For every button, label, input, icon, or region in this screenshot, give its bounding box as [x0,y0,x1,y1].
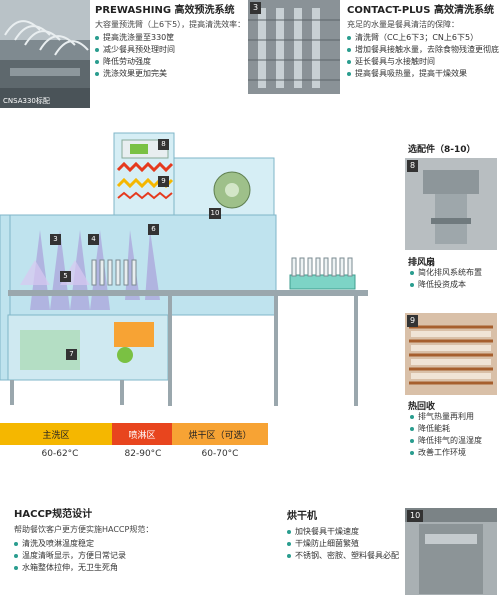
haccp-title: HACCP规范设计 [14,509,93,520]
prewashing-title: PREWASHING 高效预洗系统 [95,5,235,16]
list-item: 水箱整体拉伸，无卫生死角 [14,562,214,574]
haccp-section: HACCP规范设计 帮助餐饮客户更方便实施HACCP规范： 清洗及喷淋温度稳定 … [14,505,214,574]
contact-photo: 3 [248,0,340,94]
opt9-photo: 9 [405,313,497,395]
prewash-photo-illustration [0,0,90,108]
diagram-label-4: 4 [91,235,96,243]
diagram-label-5: 5 [63,272,68,280]
zone-temp: 82-90°C [124,449,162,459]
photo-caption: CNSA330标配 [3,97,50,105]
dishwasher-diagram [0,132,368,406]
contact-plus-section: CONTACT-PLUS 高效清洗系统 充足的水量是餐具清洁的保障： 清洗臂（C… [347,1,499,80]
opt10-photo: 10 [405,508,497,595]
list-item: 清洗臂（CC上6下3；CN上6下5） [347,32,497,44]
list-item: 降低劳动强度 [95,56,245,68]
zone-temp: 60-70°C [201,449,239,459]
zone-main-wash: 主洗区 [0,423,112,445]
options-title: 选配件（8-10） [408,145,476,155]
contact-plus-list: 清洗臂（CC上6下3；CN上6下5） 增加餐具接触水量，去除食物残渣更彻底 延长… [347,32,499,80]
prewashing-list: 提高洗涤量至330筐 减少餐具预处理时间 降低劳动强度 洗涤效果更加完美 [95,32,245,80]
zone-spray: 喷淋区 [112,423,172,445]
list-item: 温度清晰显示，方便日常记录 [14,550,214,562]
opt8-list: 简化排风系统布置 降低投资成本 [410,267,482,291]
prewashing-subtitle: 大容量预洗臂（上6下5），提高清洗效率： [95,20,246,29]
opt8-badge: 8 [407,160,419,172]
dryer-list: 加快餐具干燥速度 干燥防止细菌繁殖 不锈钢、密胺、塑料餐具必配 [287,526,402,562]
list-item: 降低排气的温湿度 [410,435,482,447]
list-item: 提高餐具吸热量，提高干燥效果 [347,68,497,80]
list-item: 清洗及喷淋温度稳定 [14,538,214,550]
list-item: 降低投资成本 [410,279,482,291]
dryer-section: 烘干机 加快餐具干燥速度 干燥防止细菌繁殖 不锈钢、密胺、塑料餐具必配 [287,507,402,562]
diagram-label-8: 8 [161,140,166,148]
opt9-title: 热回收 [408,402,436,412]
opt8-title: 排风扇 [408,258,436,268]
list-item: 简化排风系统布置 [410,267,482,279]
opt9-list: 排气热量再利用 降低能耗 降低排气的温湿度 改善工作环境 [410,411,482,459]
diagram-label-3: 3 [53,235,58,243]
zone-temp: 60-62°C [41,449,79,459]
prewash-photo: CNSA330标配 [0,0,90,108]
diagram-label-7: 7 [69,350,74,358]
prewashing-section: PREWASHING 高效预洗系统 大容量预洗臂（上6下5），提高清洗效率： 提… [95,1,245,80]
haccp-subtitle: 帮助餐饮客户更方便实施HACCP规范： [14,525,154,534]
list-item: 延长餐具与水接触时间 [347,56,497,68]
diagram-label-6: 6 [151,225,156,233]
opt9-badge: 9 [407,315,419,327]
zone-label: 烘干区（可选） [188,430,252,441]
dryer-illustration [405,508,497,595]
opt10-badge: 10 [407,510,424,522]
list-item: 干燥防止细菌繁殖 [287,538,402,550]
list-item: 降低能耗 [410,423,482,435]
diagram-label-10: 10 [210,209,220,217]
dryer-title: 烘干机 [287,511,317,522]
zone-label: 喷淋区 [128,430,156,441]
list-item: 提高洗涤量至330筐 [95,32,245,44]
list-item: 洗涤效果更加完美 [95,68,245,80]
spray-arm-illustration [248,0,340,94]
contact-badge: 3 [250,2,262,14]
zone-label: 主洗区 [42,430,70,441]
heat-recovery-illustration [405,313,497,395]
contact-plus-subtitle: 充足的水量是餐具清洁的保障： [347,20,459,29]
list-item: 增加餐具接触水量，去除食物残渣更彻底 [347,44,499,56]
contact-plus-title: CONTACT-PLUS 高效清洗系统 [347,5,494,16]
diagram-badges [50,139,221,360]
list-item: 减少餐具预处理时间 [95,44,245,56]
haccp-list: 清洗及喷淋温度稳定 温度清晰显示，方便日常记录 水箱整体拉伸，无卫生死角 [14,538,214,574]
exhaust-fan-illustration [405,158,497,250]
list-item: 加快餐具干燥速度 [287,526,402,538]
opt8-photo: 8 [405,158,497,250]
list-item: 排气热量再利用 [410,411,482,423]
diagram-label-9: 9 [161,177,166,185]
list-item: 改善工作环境 [410,447,482,459]
zone-dry: 烘干区（可选） [172,423,268,445]
list-item: 不锈钢、密胺、塑料餐具必配 [287,550,402,562]
